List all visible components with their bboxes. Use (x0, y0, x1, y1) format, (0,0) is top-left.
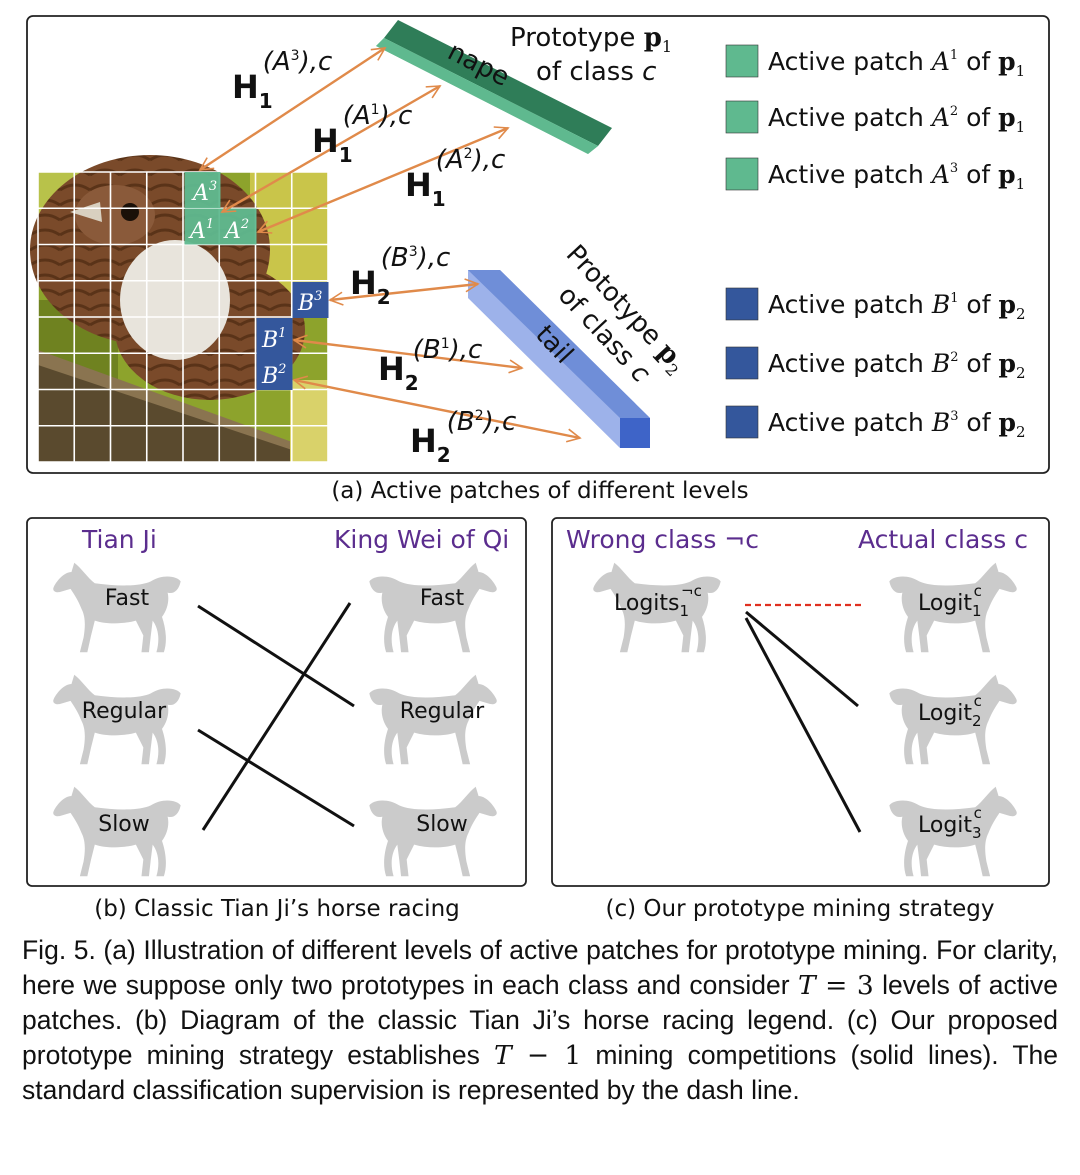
panel-b-caption: (b) Classic Tian Ji’s horse racing (94, 896, 460, 922)
matchup-regular-vs-slow (197, 728, 355, 828)
h-label-a1: H1(A1),c (312, 101, 412, 167)
tian-ji-fast-label: Fast (105, 586, 150, 611)
actual-logit2-label: Logit2c (918, 692, 982, 730)
arrow-b3 (330, 284, 478, 300)
patch-b2-label: B2 (261, 362, 286, 389)
active-patches-b: B3 B1 B2 (256, 282, 329, 390)
caption-math1-var: T (798, 970, 816, 1001)
matchup-fast-vs-regular (197, 604, 355, 708)
panel-c-caption: (c) Our prototype mining strategy (606, 896, 995, 922)
actual-logit1-label: Logit1c (918, 582, 982, 620)
panel-b: Tian Ji King Wei of Qi Fast Regular Slow… (26, 517, 527, 887)
patch-a2-label: A2 (223, 217, 249, 244)
wrong-class-title: Wrong class ¬c (566, 525, 759, 554)
patch-b1-label: B1 (261, 326, 286, 353)
legend-swatch (725, 346, 759, 380)
patch-a1 (184, 208, 221, 245)
patch-a3-label: A3 (191, 179, 217, 206)
race-matchups (197, 602, 355, 831)
legend-label: Active patch A2 of p1 (768, 103, 1025, 136)
h-label-a3: H1(A3),c (232, 47, 332, 113)
legend-label: Active patch A1 of p1 (768, 47, 1025, 80)
figure-caption: Fig. 5. (a) Illustration of different le… (22, 933, 1058, 1108)
h-label-a2: H1(A2),c (405, 145, 505, 211)
patch-b2 (256, 354, 293, 390)
mining-competition-lines (744, 610, 862, 833)
king-wei-fast-label: Fast (420, 586, 465, 611)
wrong-logit-label: Logits1¬c (614, 582, 702, 620)
legend-label: Active patch B3 of p2 (768, 408, 1026, 441)
legend-swatch (725, 157, 759, 191)
patch-a1-label: A1 (188, 217, 214, 244)
caption-part3: mining competitions (solid lines). The s… (22, 1040, 1058, 1105)
tian-ji-regular-label: Regular (82, 699, 167, 724)
king-wei-slow-label: Slow (416, 812, 468, 837)
caption-part1: (a) Illustration of different levels of … (22, 935, 1058, 1000)
legend-swatch (725, 44, 759, 78)
legend-label: Active patch A3 of p1 (768, 160, 1025, 193)
competition-line-logit3 (744, 617, 862, 833)
prototype-p2-bar: tail (468, 270, 650, 448)
figure-canvas: A3 A1 A2 B3 B1 B2 nape tail Prototype p (26, 15, 1050, 922)
panel-a-caption: (a) Active patches of different levels (331, 478, 748, 504)
patch-b1 (256, 318, 293, 354)
prototype-p1-title: Prototype p1 (510, 23, 672, 56)
actual-class-title: Actual class c (858, 525, 1028, 554)
patch-a2 (220, 208, 257, 245)
caption-math2-var: T (494, 1040, 512, 1071)
patch-a3 (184, 172, 221, 208)
legend-label: Active patch B1 of p2 (768, 290, 1026, 323)
tian-ji-slow-label: Slow (98, 812, 150, 837)
panel-a: A3 A1 A2 B3 B1 B2 nape tail Prototype p (26, 15, 1050, 474)
legend-swatch (725, 405, 759, 439)
similarity-arrows (200, 46, 580, 438)
legend: Active patch A1 of p1 Active patch A2 of … (725, 44, 1026, 441)
legend-swatch (725, 100, 759, 134)
arrow-b1 (294, 340, 522, 368)
arrow-b2 (294, 380, 580, 438)
h-label-b2: H2(B2),c (410, 407, 516, 467)
active-patches-a: A3 A1 A2 (184, 172, 257, 245)
caption-math1-rest: = 3 (815, 970, 874, 1001)
panel-c: Wrong class ¬c Actual class c Logits1¬c … (551, 517, 1050, 887)
arrow-a2 (258, 128, 508, 232)
prototype-p1-bar: nape (376, 20, 612, 154)
h-labels: H1(A3),c H1(A1),c H1(A2),c H2(B3),c H2(B… (232, 47, 516, 467)
king-wei-title: King Wei of Qi (334, 525, 509, 554)
matchup-slow-vs-fast (201, 602, 352, 831)
legend-label: Active patch B2 of p2 (768, 349, 1026, 382)
h-label-b3: H2(B3),c (350, 243, 450, 309)
competition-line-logit2 (745, 610, 859, 708)
caption-lead: Fig. 5. (22, 935, 96, 965)
patch-b3-label: B3 (297, 289, 322, 316)
prototype-p1-class: of class c (536, 57, 656, 87)
king-wei-regular-label: Regular (400, 699, 485, 724)
h-label-b1: H2(B1),c (378, 335, 482, 395)
patch-b3 (292, 282, 329, 318)
horse-labels: Fast Regular Slow Fast Regular Slow (82, 586, 485, 837)
caption-part2: levels of active patches. (b) Diagram of… (22, 970, 1058, 1070)
legend-swatch (725, 287, 759, 321)
tian-ji-title: Tian Ji (81, 525, 157, 554)
actual-logit3-label: Logit3c (918, 804, 982, 842)
caption-math2-rest: − 1 (511, 1040, 582, 1071)
